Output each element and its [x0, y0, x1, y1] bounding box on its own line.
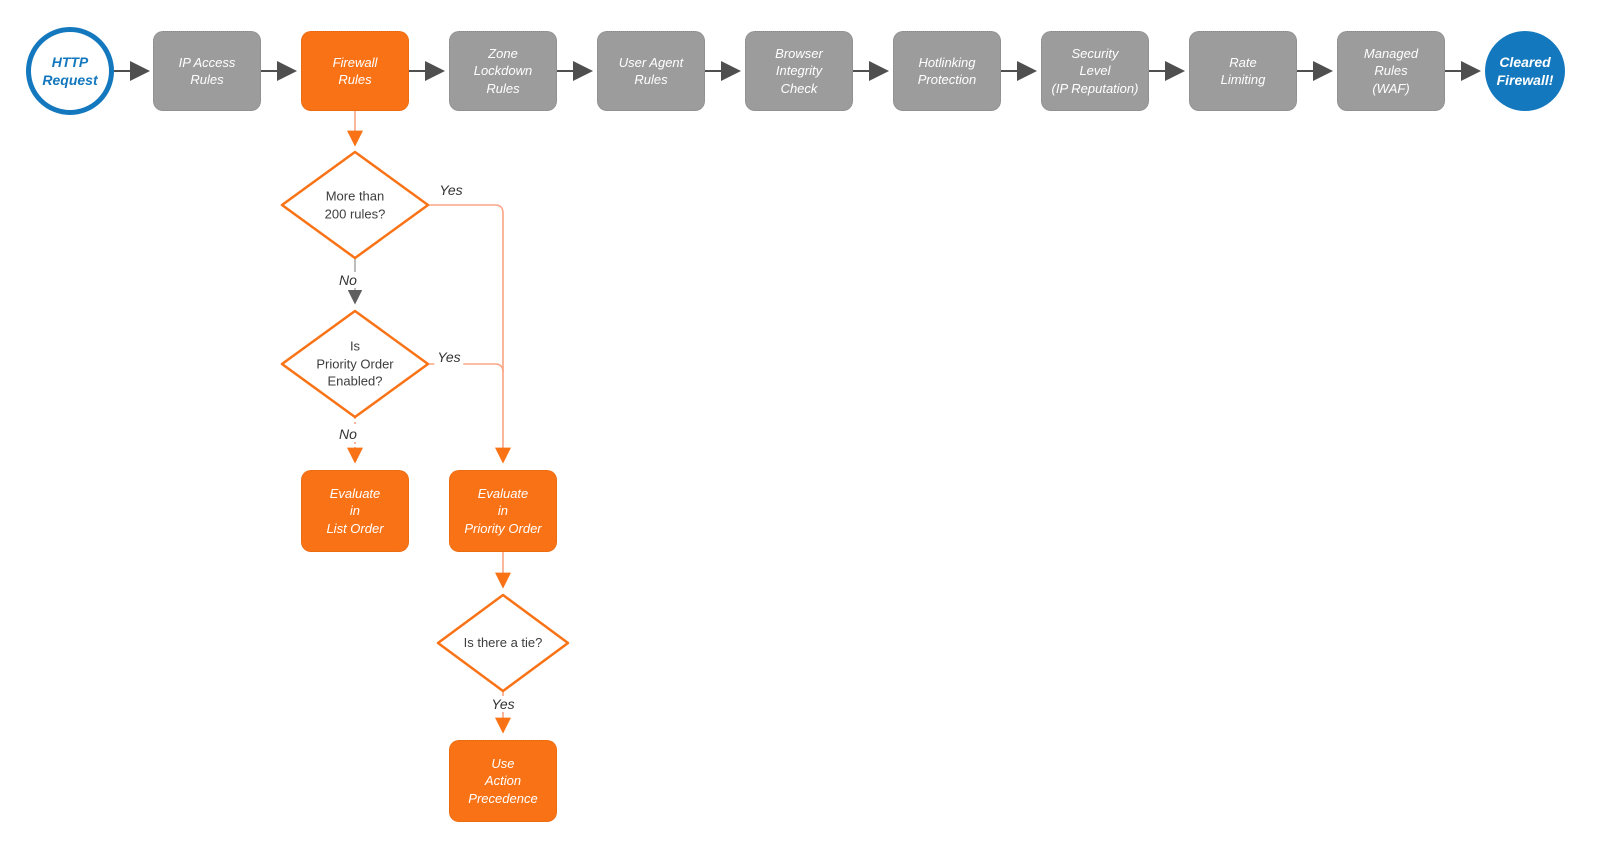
node-evaluate-in-list-order: Evaluate in List Order [301, 470, 409, 552]
node-label: User Agent Rules [618, 54, 684, 87]
node-label: Use Action Precedence [468, 756, 538, 806]
node-browser-integrity-check: Browser Integrity Check [745, 31, 853, 111]
edge-d1-yes [428, 204, 511, 464]
node-label: Rate Limiting [1220, 54, 1266, 87]
node-label: Zone Lockdown Rules [473, 46, 533, 96]
node-label: Hotlinking Protection [917, 54, 977, 87]
node-label: Firewall Rules [332, 54, 378, 87]
node-user-agent-rules: User Agent Rules [597, 31, 705, 111]
node-label: Evaluate in List Order [326, 486, 384, 536]
decision-priority-order-enabled-shape [280, 309, 430, 419]
node-http-request-label: HTTP Request [42, 53, 98, 88]
branch-connectors [347, 111, 511, 734]
node-label: Managed Rules (WAF) [1363, 46, 1419, 96]
node-zone-lockdown-rules: Zone Lockdown Rules [449, 31, 557, 111]
node-security-level: Security Level (IP Reputation) [1041, 31, 1149, 111]
node-evaluate-in-priority-order: Evaluate in Priority Order [449, 470, 557, 552]
node-http-request: HTTP Request [26, 27, 114, 115]
node-managed-rules-waf: Managed Rules (WAF) [1337, 31, 1445, 111]
node-label: Security Level (IP Reputation) [1051, 46, 1139, 96]
node-cleared-firewall: Cleared Firewall! [1485, 31, 1565, 111]
edge-d2-yes [428, 363, 504, 373]
node-use-action-precedence: Use Action Precedence [449, 740, 557, 822]
node-firewall-rules: Firewall Rules [301, 31, 409, 111]
node-ip-access-rules: IP Access Rules [153, 31, 261, 111]
node-label: Browser Integrity Check [775, 46, 823, 96]
node-rate-limiting: Rate Limiting [1189, 31, 1297, 111]
node-cleared-firewall-label: Cleared Firewall! [1496, 53, 1554, 88]
decision-is-there-a-tie-shape [436, 593, 570, 693]
node-label: IP Access Rules [178, 54, 236, 87]
node-hotlinking-protection: Hotlinking Protection [893, 31, 1001, 111]
node-label: Evaluate in Priority Order [464, 486, 542, 536]
decision-shapes [280, 150, 570, 693]
decision-more-than-200-rules-shape [280, 150, 430, 260]
